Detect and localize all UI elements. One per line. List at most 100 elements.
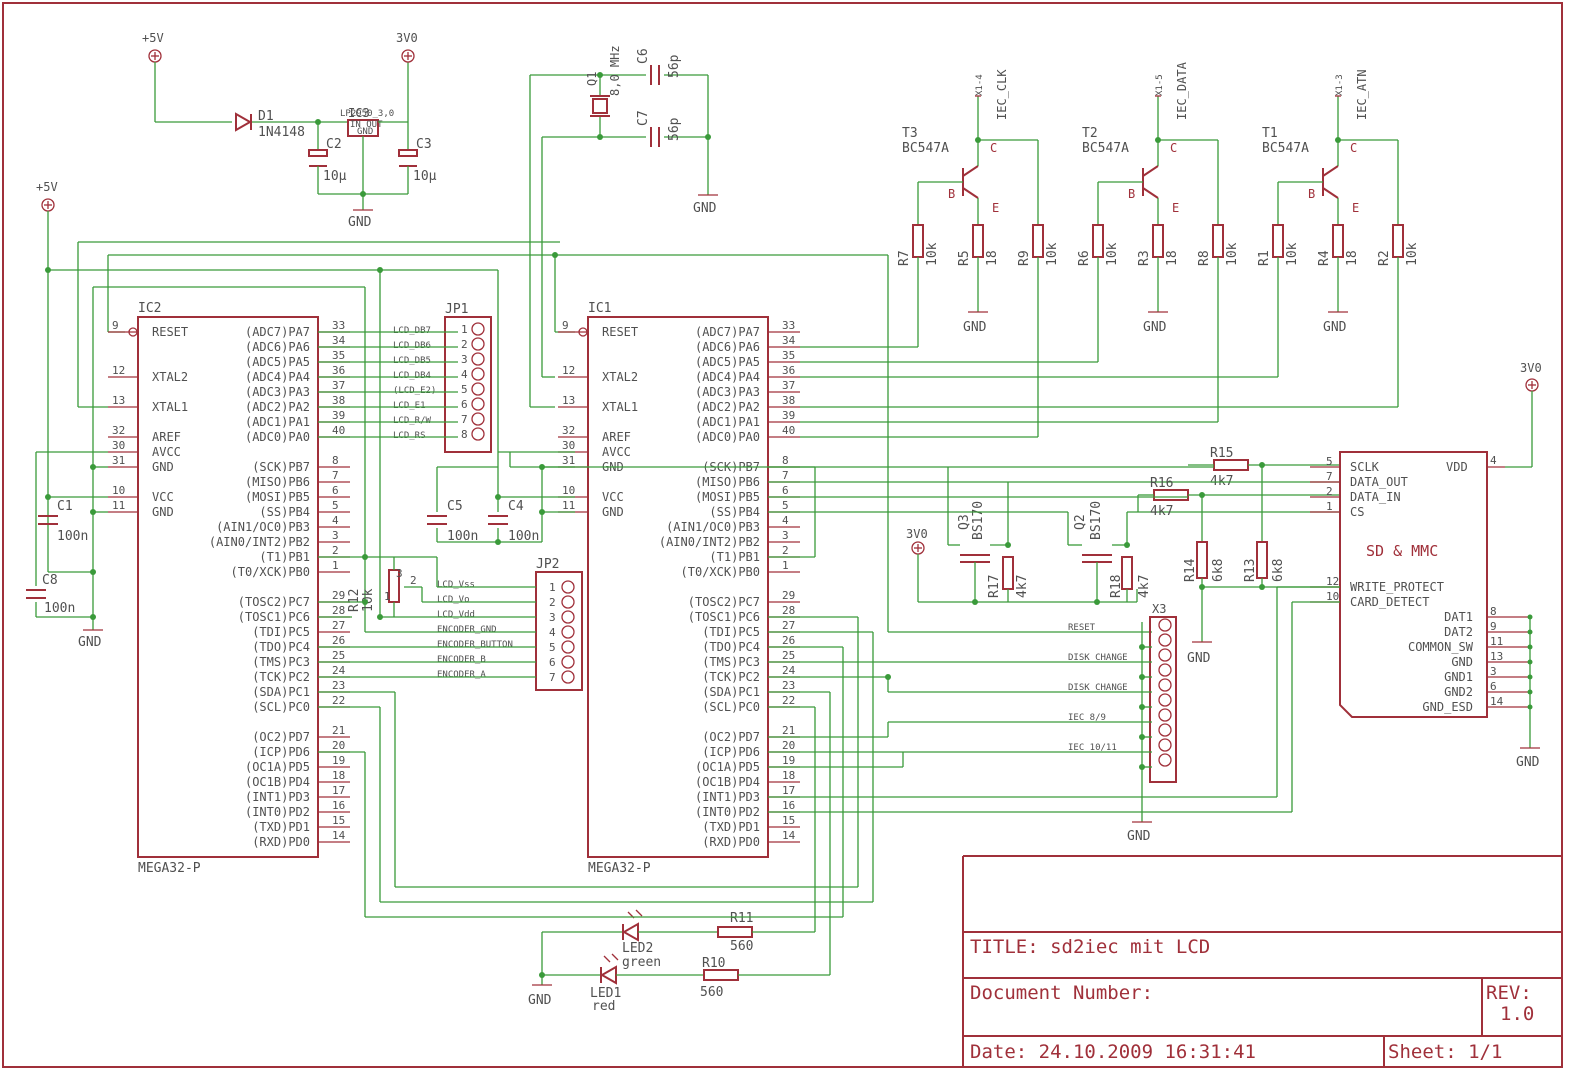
mcu-pin-number: 31 <box>112 454 125 467</box>
mcu-pin-label: (INT1)PD3 <box>695 790 760 804</box>
c6-value: 56p <box>667 54 682 78</box>
gnd-label-x3: GND <box>1127 829 1151 844</box>
resistor-name: R8 <box>1197 250 1212 266</box>
mcu-pin-label: GND <box>152 505 174 519</box>
x3-connector: X3 RESETDISK_CHANGEDISK_CHANGEIEC_8/9IEC… <box>1068 602 1177 844</box>
mcu-pin-number: 3 <box>782 529 789 542</box>
c4-value: 100n <box>508 529 539 544</box>
svg-text:4k7: 4k7 <box>1015 575 1030 598</box>
mcu-pin-number: 11 <box>562 499 575 512</box>
jp1-pin-number: 8 <box>461 428 468 441</box>
mcu-pin-number: 39 <box>332 409 345 422</box>
c1-value: 100n <box>57 529 88 544</box>
mcu-pin-label: (TCK)PC2 <box>702 670 760 684</box>
mcu-pin-number: 25 <box>332 649 345 662</box>
jp1-connector: JP1 1LCD_DB72LCD_DB63LCD_DB54LCD_DB45(LC… <box>393 302 492 453</box>
svg-text:C5: C5 <box>447 499 463 514</box>
mcu-pin-number: 18 <box>332 769 345 782</box>
gnd-label-reg: GND <box>348 215 372 230</box>
transistor-b: B <box>1128 187 1135 201</box>
mcu-pin-number: 27 <box>332 619 345 632</box>
ic1-right-pins: 33(ADC7)PA734(ADC6)PA635(ADC5)PA536(ADC4… <box>659 319 800 849</box>
q2-name: Q2 <box>1073 514 1088 530</box>
level-shifters: 3V0 Q3 BS170 R17 4k7 Q2 BS170 R18 <box>906 446 1340 666</box>
mcu-pin-number: 6 <box>782 484 789 497</box>
c3-value: 10µ <box>413 169 437 184</box>
c5-value: 100n <box>447 529 478 544</box>
gnd-label: GND <box>1323 320 1347 335</box>
mcu-pin-label: (TOSC1)PC6 <box>688 610 760 624</box>
transistor-b: B <box>948 187 955 201</box>
mcu-pin-label: (ADC5)PA5 <box>695 355 760 369</box>
mcu-pin-number: 37 <box>782 379 795 392</box>
mcu-pin-number: 18 <box>782 769 795 782</box>
jp2-net-label: LCD_Vdd <box>437 610 475 620</box>
transistor-name: T2 <box>1082 126 1098 141</box>
mcu-pin-label: (OC1B)PD4 <box>695 775 760 789</box>
resistor-name: R2 <box>1377 250 1392 266</box>
mcu-pin-number: 32 <box>112 424 125 437</box>
mcu-pin-label: (OC1B)PD4 <box>245 775 310 789</box>
resistor-name: R4 <box>1317 250 1332 266</box>
svg-text:1: 1 <box>384 590 391 603</box>
svg-text:R18: R18 <box>1109 575 1124 598</box>
jp2-net-label: ENCODER_GND <box>437 625 497 635</box>
ic1-name: IC1 <box>588 301 611 316</box>
mcu-pin-label: RESET <box>602 325 638 339</box>
iec-net: IEC_DATA <box>1175 61 1189 120</box>
mcu-pin-label: (ADC0)PA0 <box>245 430 310 444</box>
crystal-section: Q1 8,0 MHz C6 56p C7 56p GND <box>529 45 718 407</box>
bus-wires: +5V C1 100n <box>26 180 1152 650</box>
mcu-pin-label: (ICP)PD6 <box>702 745 760 759</box>
transistor-e: E <box>1352 201 1359 215</box>
mcu-pin-number: 33 <box>782 319 795 332</box>
mcu-pin-number: 28 <box>332 604 345 617</box>
mcu-pin-label: (SCK)PB7 <box>252 460 310 474</box>
mcu-pin-label: (INT1)PD3 <box>245 790 310 804</box>
mcu-pin-number: 3 <box>332 529 339 542</box>
sd-pin-number: 11 <box>1490 635 1503 648</box>
mcu-pin-label: (TXD)PD1 <box>702 820 760 834</box>
mcu-pin-number: 30 <box>112 439 125 452</box>
svg-text:R12: R12 <box>347 589 362 612</box>
mcu-pin-number: 35 <box>782 349 795 362</box>
mcu-pin-number: 8 <box>782 454 789 467</box>
mcu-pin-label: (TDO)PC4 <box>252 640 310 654</box>
mcu-pin-label: (AIN0/INT2)PB2 <box>209 535 310 549</box>
power-supply: +5V D1 1N4148 IC3 LP2950_3,0 IN OUT GND … <box>142 31 437 230</box>
jp2-net-label: ENCODER_A <box>437 670 486 680</box>
mcu-pin-number: 5 <box>782 499 789 512</box>
sd-pin-label: VDD <box>1446 460 1468 474</box>
mcu-pin-label: (TOSC2)PC7 <box>238 595 310 609</box>
mcu-pin-number: 32 <box>562 424 575 437</box>
mcu-pin-label: (ADC0)PA0 <box>695 430 760 444</box>
mcu-pin-label: (AIN0/INT2)PB2 <box>659 535 760 549</box>
gnd-label-xtal: GND <box>693 201 717 216</box>
led1-color: red <box>592 999 615 1014</box>
title-text: TITLE: sd2iec mit LCD <box>970 936 1210 958</box>
led2-color: green <box>622 955 661 970</box>
mcu-pin-label: (INT0)PD2 <box>245 805 310 819</box>
mcu-pin-label: (T0/XCK)PB0 <box>231 565 310 579</box>
mcu-pin-number: 14 <box>332 829 346 842</box>
mcu-pin-number: 29 <box>332 589 345 602</box>
svg-text:R14: R14 <box>1183 558 1198 582</box>
mcu-pin-label: (TOSC2)PC7 <box>688 595 760 609</box>
c3-name: C3 <box>416 137 432 152</box>
svg-text:R16: R16 <box>1150 476 1173 491</box>
sd-pin-label: GND1 <box>1444 670 1473 684</box>
mcu-pin-label: (RXD)PD0 <box>702 835 760 849</box>
mcu-pin-label: (AIN1/OC0)PB3 <box>216 520 310 534</box>
mcu-pin-number: 26 <box>782 634 795 647</box>
mcu-pin-number: 28 <box>782 604 795 617</box>
svg-text:6k8: 6k8 <box>1271 559 1286 582</box>
mcu-pin-number: 10 <box>112 484 125 497</box>
mcu-pin-number: 24 <box>332 664 346 677</box>
svg-text:3: 3 <box>396 567 403 580</box>
mcu-pin-label: GND <box>602 505 624 519</box>
gnd-label-sd: GND <box>1516 755 1540 770</box>
sd-pin-number: 14 <box>1490 695 1504 708</box>
